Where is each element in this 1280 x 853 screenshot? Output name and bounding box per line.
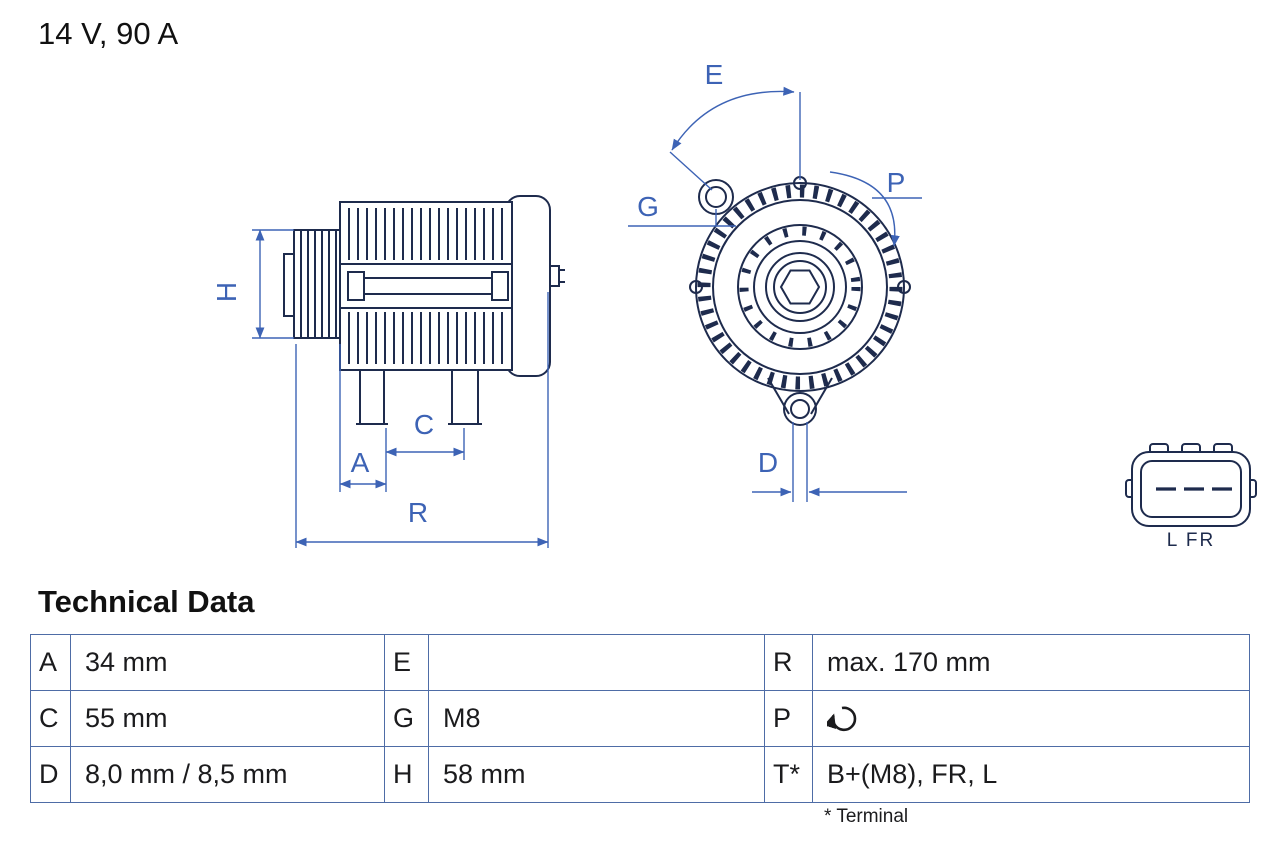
connector-plug-view xyxy=(1125,443,1257,527)
dim-value-g: M8 xyxy=(428,690,765,747)
dim-value-t: B+(M8), FR, L xyxy=(812,746,1250,803)
dim-label-c: C xyxy=(414,409,434,440)
dim-value-r: max. 170 mm xyxy=(812,634,1250,691)
dim-value-e xyxy=(428,634,765,691)
alternator-front-view xyxy=(689,176,911,426)
dim-value-p xyxy=(812,690,1250,747)
alternator-diagram: H A C R xyxy=(211,59,1257,551)
dim-label-a: A xyxy=(351,447,370,478)
dim-key-a: A xyxy=(30,634,71,691)
dim-label-e: E xyxy=(705,59,724,90)
dim-value-d: 8,0 mm / 8,5 mm xyxy=(70,746,385,803)
dim-label-p: P xyxy=(887,167,906,198)
technical-data-heading: Technical Data xyxy=(38,584,255,619)
dim-key-r: R xyxy=(764,634,813,691)
front-view-dimensions xyxy=(628,86,922,502)
dim-value-h: 58 mm xyxy=(428,746,765,803)
dim-label-h: H xyxy=(211,282,242,302)
alternator-side-view xyxy=(283,195,565,425)
dim-key-c: C xyxy=(30,690,71,747)
dim-value-a: 34 mm xyxy=(70,634,385,691)
table-row: A 34 mm E R max. 170 mm xyxy=(30,634,1250,691)
dim-label-d: D xyxy=(758,447,778,478)
connector-label: L FR xyxy=(1167,530,1215,551)
dim-key-d: D xyxy=(30,746,71,803)
dim-value-c: 55 mm xyxy=(70,690,385,747)
dim-key-g: G xyxy=(384,690,429,747)
side-view-dimensions xyxy=(252,229,549,548)
dim-key-t: T* xyxy=(764,746,813,803)
rotation-direction-icon xyxy=(827,706,857,731)
rating-title: 14 V, 90 A xyxy=(38,16,179,51)
dim-label-g: G xyxy=(637,191,659,222)
dim-label-r: R xyxy=(408,497,428,528)
dim-key-p: P xyxy=(764,690,813,747)
terminal-footnote: * Terminal xyxy=(824,806,909,827)
dim-key-e: E xyxy=(384,634,429,691)
dim-key-h: H xyxy=(384,746,429,803)
technical-data-table: A 34 mm E R max. 170 mm C 55 mm G M8 P xyxy=(30,634,1250,803)
table-row: D 8,0 mm / 8,5 mm H 58 mm T* B+(M8), FR,… xyxy=(30,746,1250,803)
table-row: C 55 mm G M8 P xyxy=(30,690,1250,747)
